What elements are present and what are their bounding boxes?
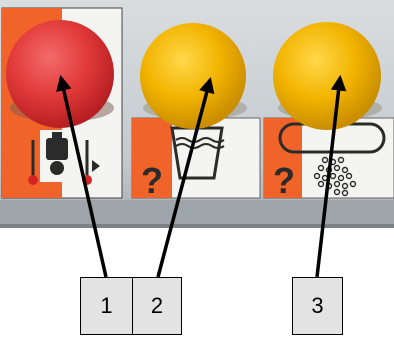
question-mark-icon: ? <box>141 160 163 201</box>
red-button <box>6 20 114 128</box>
callout-3: 3 <box>292 277 343 335</box>
svg-text:?: ? <box>273 160 295 201</box>
callout-2: 2 <box>133 277 182 335</box>
panel-bottom-edge <box>0 200 394 228</box>
question-mark-icon: ? <box>273 160 295 201</box>
callout-1: 1 <box>80 277 133 335</box>
svg-text:?: ? <box>141 160 163 201</box>
